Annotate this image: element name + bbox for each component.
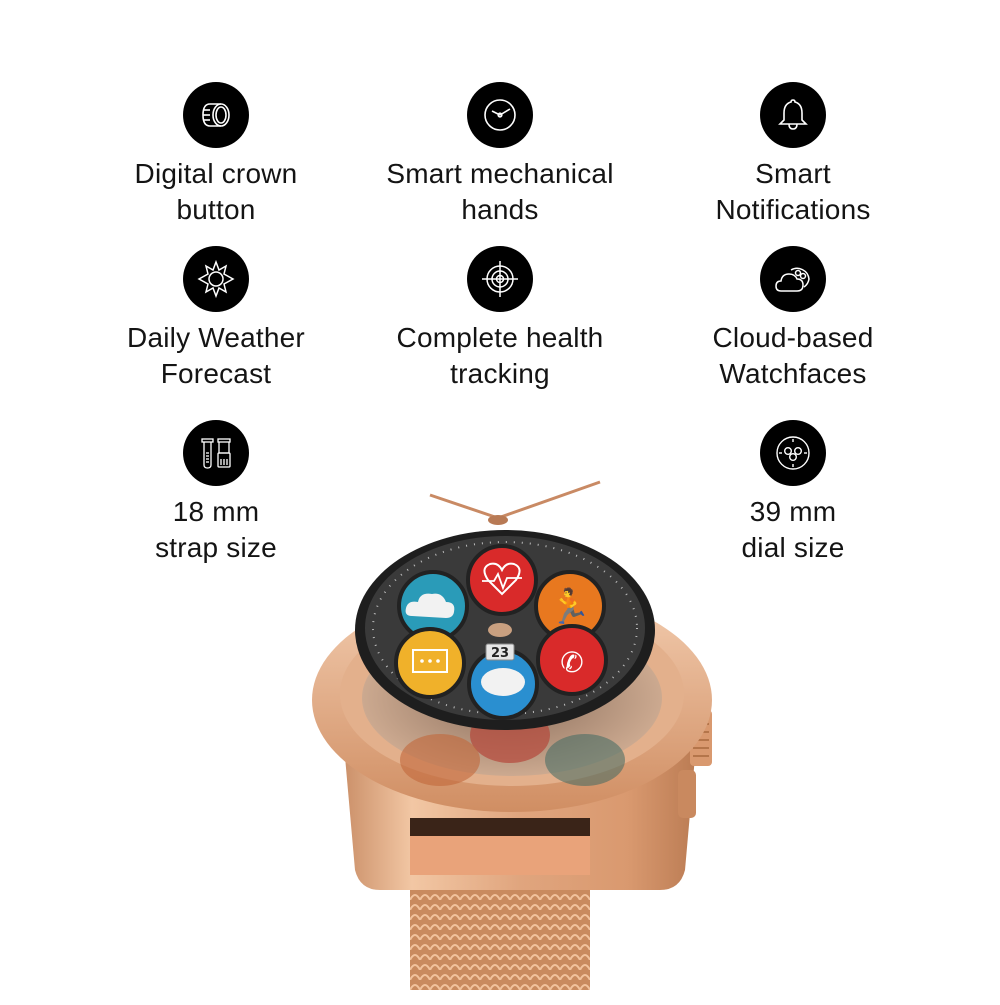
svg-text:🏃: 🏃 <box>549 587 591 627</box>
watch-illustration: 🏃 ✆ 23 <box>300 470 740 1000</box>
feature-digital-crown: Digital crown button <box>76 82 356 228</box>
heart-rate-app <box>466 544 538 616</box>
crown-icon <box>183 82 249 148</box>
mechanical-hands <box>429 480 601 525</box>
call-app <box>536 624 608 696</box>
feature-label: Smart mechanical hands <box>386 158 614 225</box>
date-window <box>485 643 515 661</box>
svg-text:✆: ✆ <box>560 646 583 679</box>
feature-label: 39 mm dial size <box>741 496 845 563</box>
date-text: 23 <box>491 646 509 661</box>
strap-icon <box>183 420 249 486</box>
feature-watchfaces: Cloud-based Watchfaces <box>653 246 933 392</box>
feature-mechanical-hands: Smart mechanical hands <box>360 82 640 228</box>
feature-label: Cloud-based Watchfaces <box>712 322 874 389</box>
dial-icon <box>760 420 826 486</box>
feature-label: Smart Notifications <box>715 158 871 225</box>
feature-weather: Daily Weather Forecast <box>76 246 356 392</box>
clock-icon <box>467 82 533 148</box>
feature-label: Complete health tracking <box>396 322 604 389</box>
smart-dial: 🏃 ✆ 23 <box>355 530 655 730</box>
sms-app <box>394 627 466 699</box>
feature-strap: 18 mm strap size <box>76 420 356 566</box>
cloud-icon <box>760 246 826 312</box>
bell-icon <box>760 82 826 148</box>
feature-label: Digital crown button <box>134 158 298 225</box>
feature-health: Complete health tracking <box>360 246 640 392</box>
mesh-strap <box>410 890 590 990</box>
feature-label: 18 mm strap size <box>155 496 277 563</box>
feature-dial: 39 mm dial size <box>653 420 933 566</box>
feature-notifications: Smart Notifications <box>653 82 933 228</box>
target-icon <box>467 246 533 312</box>
feature-label: Daily Weather Forecast <box>127 322 305 389</box>
sun-icon <box>183 246 249 312</box>
